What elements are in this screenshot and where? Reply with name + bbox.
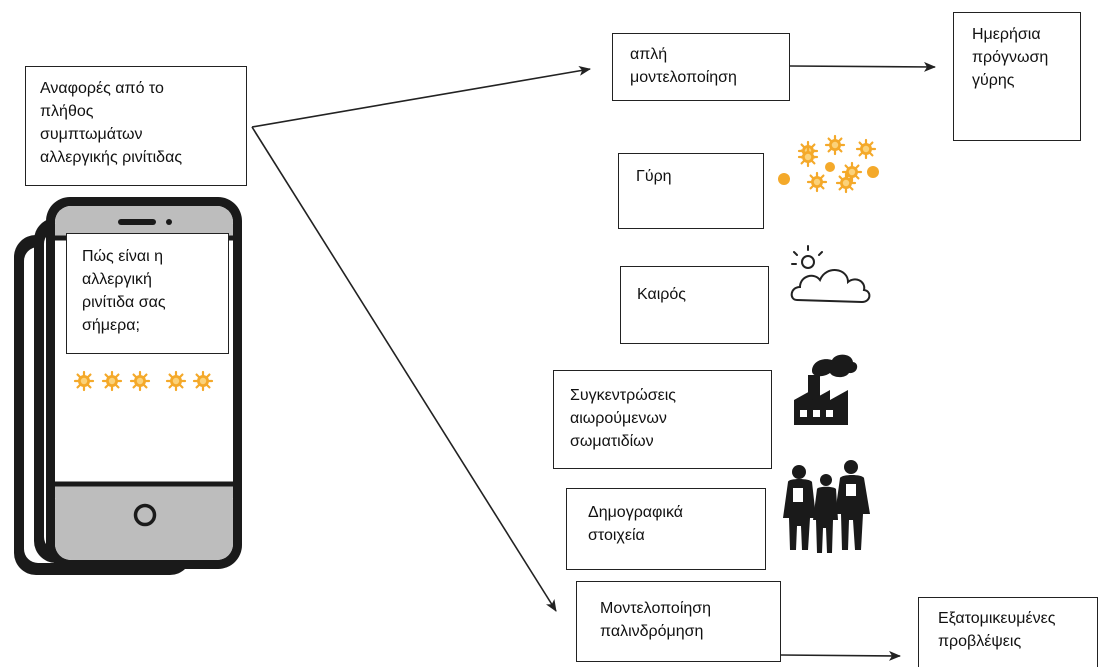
weather-label: Καιρός (637, 286, 686, 303)
pollen-label: Γύρη (636, 168, 672, 185)
particulates-box: Συγκεντρώσεις αιωρούμενων σωματιδίων (553, 370, 772, 469)
source-line-1: Αναφορές από το (40, 80, 164, 97)
particulates-line-3: σωματιδίων (570, 433, 654, 450)
regression-box: Μοντελοποίηση παλινδρόμηση (576, 581, 781, 662)
arrow-simple-model-to-forecast (789, 61, 936, 72)
arrow-source-to-regression (251, 126, 557, 612)
pollen-box: Γύρη (618, 153, 764, 229)
particulates-line-1: Συγκεντρώσεις (570, 387, 676, 404)
pollen-icon (778, 134, 879, 194)
phone-question-box: Πώς είναι η αλλεργική ρινίτιδα σας σήμερ… (66, 233, 229, 354)
forecast-line-2: πρόγνωση (972, 49, 1049, 66)
weather-box: Καιρός (620, 266, 769, 344)
particulates-line-2: αιωρούμενων (570, 410, 667, 427)
source-line-4: αλλεργικής ρινίτιδας (40, 149, 183, 166)
forecast-line-1: Ημερήσια (972, 26, 1041, 43)
cloud-sun-icon (790, 245, 871, 304)
source-line-2: πλήθος (40, 103, 94, 120)
simple-model-line-2: μοντελοποίηση (630, 69, 737, 86)
demographics-box: Δημογραφικά στοιχεία (566, 488, 766, 570)
regression-line-1: Μοντελοποίηση (600, 600, 712, 617)
source-line-3: συμπτωμάτων (40, 126, 143, 143)
question-line-3: ρινίτιδα σας (82, 294, 166, 311)
predictions-line-1: Εξατομικευμένες (938, 610, 1056, 627)
home-button-icon (133, 503, 157, 527)
forecast-line-3: γύρης (972, 72, 1015, 89)
simple-model-line-1: απλή (630, 46, 668, 63)
simple-model-box: απλή μοντελοποίηση (612, 33, 790, 101)
question-line-2: αλλεργική (82, 271, 152, 288)
regression-line-2: παλινδρόμηση (600, 623, 704, 640)
arrow-source-to-simple-model (251, 65, 591, 128)
question-line-1: Πώς είναι η (82, 248, 164, 265)
daily-forecast-box: Ημερήσια πρόγνωση γύρης (953, 12, 1081, 141)
demographics-line-2: στοιχεία (588, 527, 645, 544)
people-icon (783, 460, 870, 553)
source-reports-box: Αναφορές από το πλήθος συμπτωμάτων αλλερ… (25, 66, 247, 186)
question-line-4: σήμερα; (82, 317, 140, 334)
personal-predictions-box: Εξατομικευμένες προβλέψεις (918, 597, 1098, 667)
factory-icon (794, 354, 858, 425)
predictions-line-2: προβλέψεις (938, 633, 1022, 650)
arrow-regression-to-predictions (779, 650, 901, 661)
flow-arrows (251, 61, 936, 661)
demographics-line-1: Δημογραφικά (588, 504, 684, 521)
